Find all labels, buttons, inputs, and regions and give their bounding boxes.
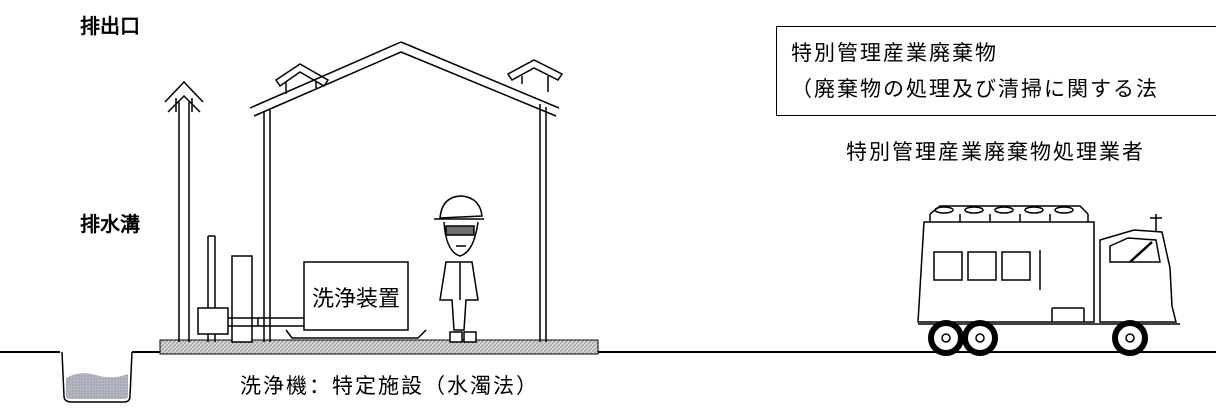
washer-unit-label: 洗浄装置 (311, 287, 400, 312)
legal-category-law: （廃棄物の処理及び清掃に関する法 (791, 77, 1159, 101)
legal-category-box: 特別管理産業廃棄物 （廃棄物の処理及び清掃に関する法 (776, 26, 1216, 116)
washing-machine-caption: 洗浄機：特定施設（水濁法） (240, 374, 539, 398)
pipework (197, 235, 305, 343)
washing-equipment (285, 261, 427, 339)
disposal-contractor-caption: 特別管理産業廃棄物処理業者 (846, 140, 1145, 164)
legal-category-title: 特別管理産業廃棄物 (791, 41, 998, 65)
drain-ditch (61, 351, 133, 403)
worker-figure (434, 195, 484, 343)
exhaust-stack (164, 80, 204, 342)
drain-ditch-label: 排水溝 (80, 212, 140, 236)
exhaust-outlet-label: 排出口 (80, 14, 140, 38)
building (249, 41, 564, 342)
dump-truck (917, 205, 1180, 356)
foundation-slab (159, 339, 599, 355)
